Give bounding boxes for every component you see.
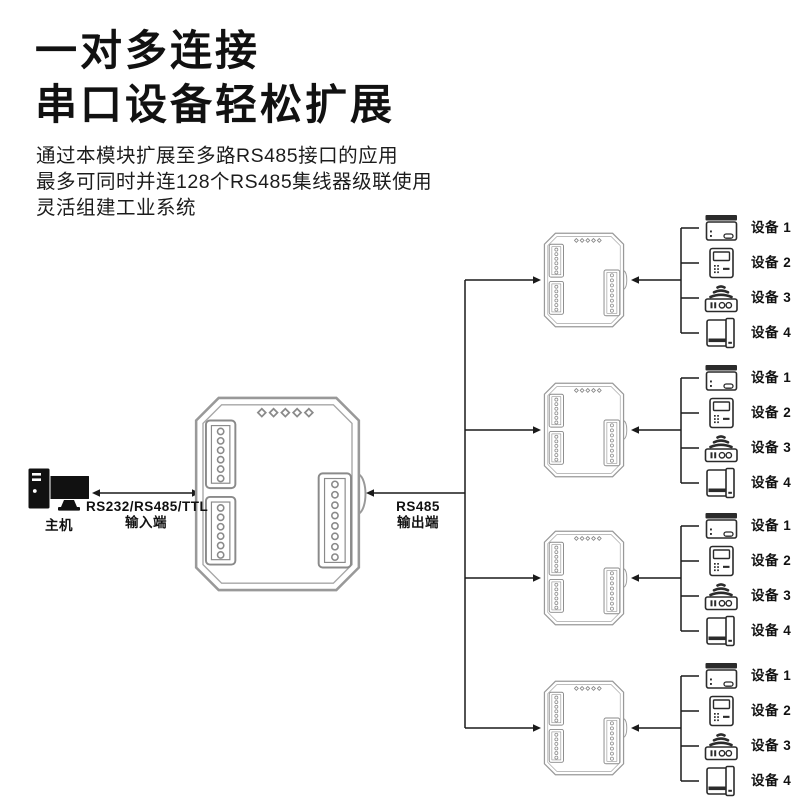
device-label: 设备 2 [751,703,792,718]
device-label: 设备 2 [751,255,792,270]
page-title-line2: 串口设备轻松扩展 [35,81,396,128]
expansion-group-2 [465,365,737,498]
device-label: 设备 3 [751,588,792,603]
device-label: 设备 4 [751,475,792,490]
device-label: 设备 4 [751,623,792,638]
expansion-group-1 [465,215,737,348]
output-arrowhead [366,489,374,497]
main-hub-module-icon [194,396,367,592]
output-protocol-label: RS485 [396,499,440,514]
device-label: 设备 4 [751,773,792,788]
device-label: 设备 1 [751,370,792,385]
input-link-line [92,489,200,497]
description-line2: 最多可同时并连128个RS485集线器级联使用 [36,171,433,193]
device-label: 设备 3 [751,738,792,753]
output-link-line [366,280,466,728]
expansion-group-3 [465,513,737,646]
desktop-computer-icon [27,467,91,511]
device-label: 设备 1 [751,220,792,235]
expansion-group-4 [465,663,737,796]
input-port-label: 输入端 [125,515,167,530]
device-label: 设备 3 [751,440,792,455]
output-port-label: 输出端 [397,515,439,530]
device-label: 设备 2 [751,553,792,568]
device-label: 设备 3 [751,290,792,305]
device-label: 设备 2 [751,405,792,420]
description-line1: 通过本模块扩展至多路RS485接口的应用 [36,145,399,167]
description-line3: 灵活组建工业系统 [36,197,197,219]
device-label: 设备 1 [751,518,792,533]
device-label: 设备 4 [751,325,792,340]
input-arrowhead-left [92,489,100,497]
host-label: 主机 [45,518,73,533]
input-protocol-label: RS232/RS485/TTL [86,499,209,514]
page-title-line1: 一对多连接 [35,27,261,74]
device-label: 设备 1 [751,668,792,683]
